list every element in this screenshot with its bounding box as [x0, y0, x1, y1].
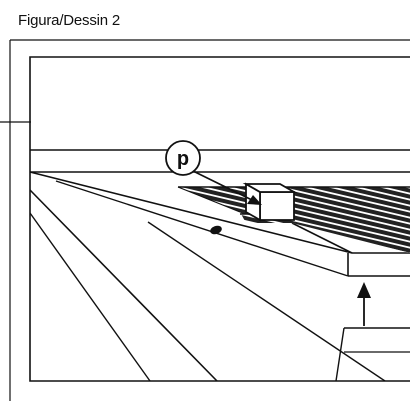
callout-label: p	[177, 148, 189, 170]
up-arrowhead	[357, 282, 371, 298]
figure-title: Figura/Dessin 2	[18, 12, 121, 29]
inner-frame	[29, 56, 410, 382]
callout-arrow-line	[192, 170, 255, 202]
belt-left-edge	[177, 186, 241, 213]
ramp-edge-2	[55, 180, 349, 277]
ramp-edge-5	[147, 221, 386, 382]
cube-top	[242, 183, 298, 193]
ramp-edge-1	[29, 171, 353, 254]
spot-mark	[210, 225, 222, 235]
machine-drawing	[29, 149, 410, 382]
callout-arrowhead	[247, 195, 262, 205]
ramp-edge-4	[29, 212, 151, 382]
cube-front	[259, 191, 295, 221]
ramp-edge-3	[29, 189, 218, 382]
outer-border	[9, 39, 410, 401]
lower-recess	[335, 327, 345, 382]
step-side	[291, 222, 353, 254]
callout-circle	[165, 140, 201, 176]
